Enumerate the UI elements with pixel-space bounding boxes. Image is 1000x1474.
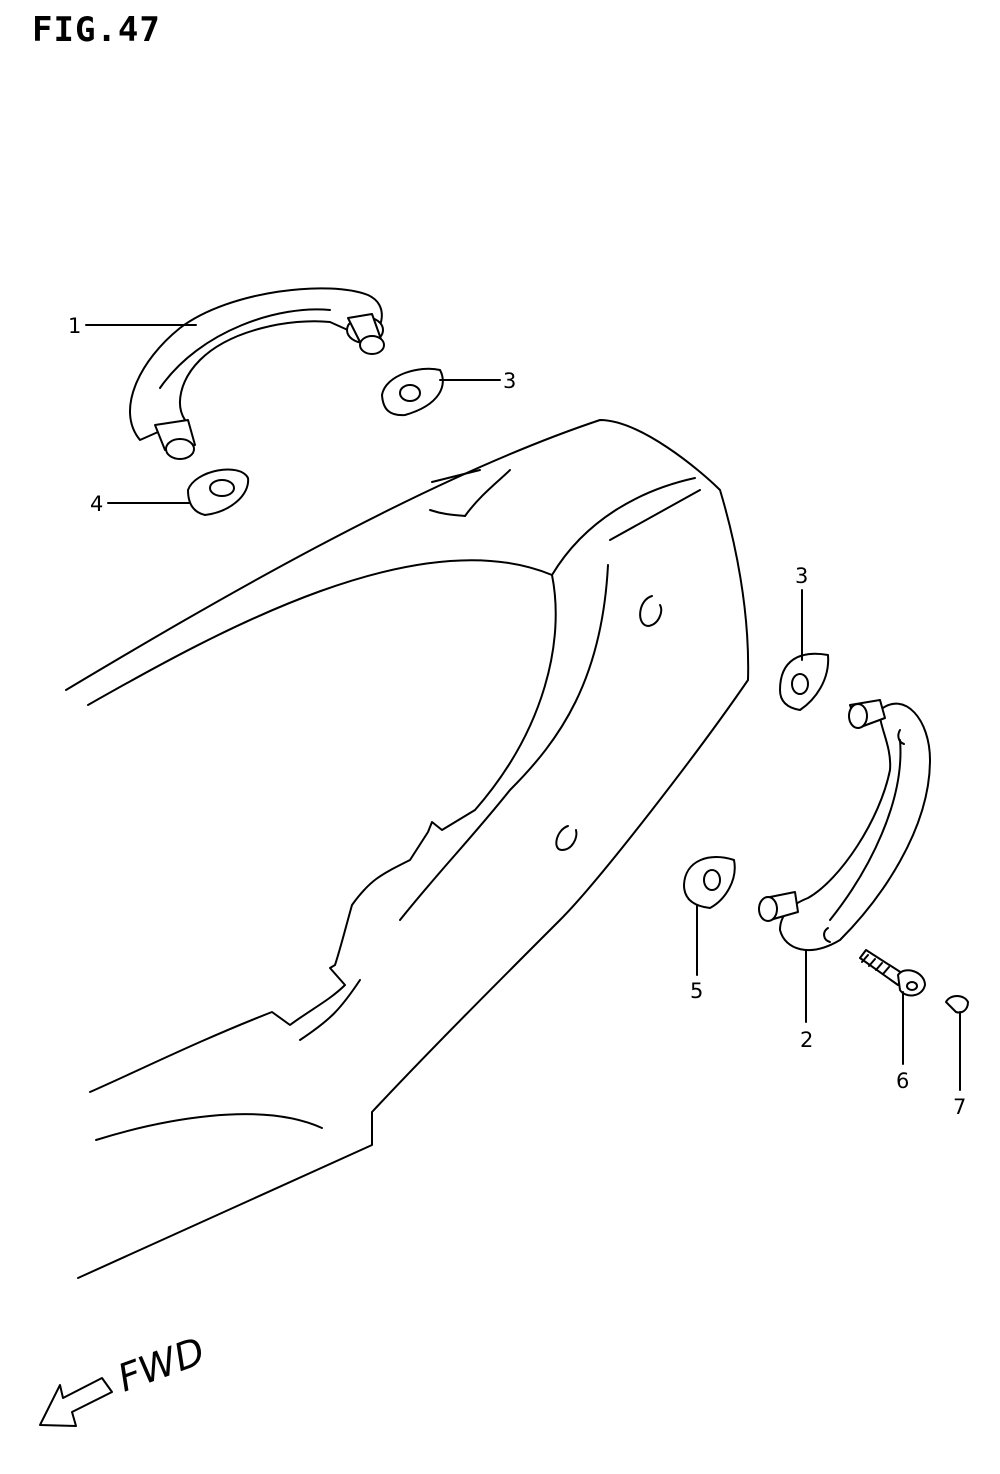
cap-7 (945, 995, 969, 1014)
bolt-6 (859, 949, 926, 997)
callout-3-upper: 3 (503, 369, 516, 393)
washer-3-right (779, 652, 830, 711)
callout-5: 5 (690, 979, 703, 1003)
grab-handle-left (129, 287, 385, 460)
callout-3-right: 3 (795, 564, 808, 588)
callout-2: 2 (800, 1028, 813, 1052)
grab-handle-right (758, 699, 931, 952)
callout-6: 6 (896, 1069, 909, 1093)
washer-4 (187, 468, 250, 516)
washer-3-upper (381, 367, 444, 417)
callout-7: 7 (953, 1095, 966, 1119)
washer-5 (683, 856, 736, 909)
callout-4: 4 (90, 492, 103, 516)
forward-arrow-icon (39, 1377, 113, 1427)
seat-tail-cowl (65, 419, 750, 1279)
callout-1: 1 (68, 314, 81, 338)
figure-title: FIG.47 (32, 10, 161, 50)
forward-label: FWD (112, 1329, 210, 1401)
leader-lines (85, 324, 961, 1091)
